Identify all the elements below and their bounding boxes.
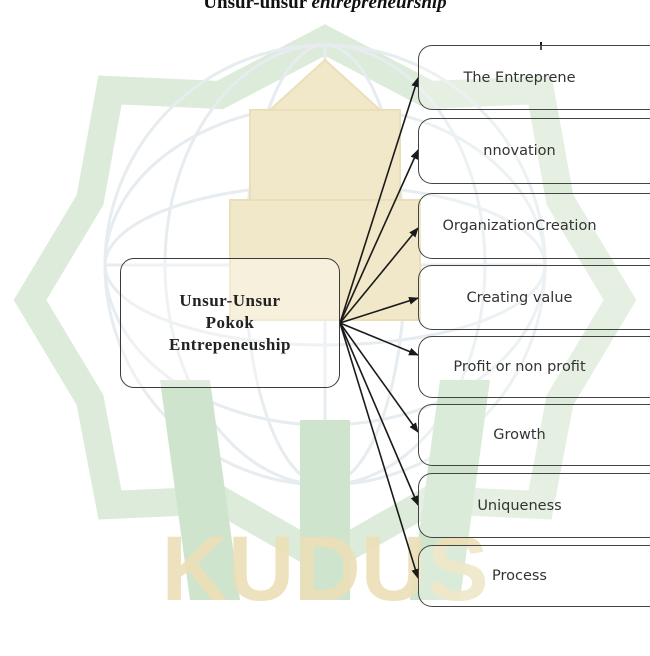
node-label: nnovation xyxy=(483,143,556,159)
arrow-6 xyxy=(339,322,419,433)
center-line-2: Pokok xyxy=(205,313,255,332)
node-label: Creating value xyxy=(466,289,573,306)
node-profit-or-non-profit: Profit or non profit xyxy=(418,336,650,398)
node-process: Process xyxy=(418,545,650,607)
node-label: Profit or non profit xyxy=(453,359,586,375)
node-growth: Growth xyxy=(418,404,650,466)
node-creating-value: Creating value xyxy=(418,265,650,330)
node-label: Growth xyxy=(493,427,546,443)
node-organization-creation: OrganizationCreation xyxy=(418,193,650,259)
arrow-8 xyxy=(339,322,420,579)
arrow-1 xyxy=(339,77,420,324)
node-label: Process xyxy=(491,568,547,584)
title-italic: entrepreneurship xyxy=(311,0,447,13)
center-line-1: Unsur-Unsur xyxy=(179,291,281,310)
page-title: Unsur-unsur entrepreneurship xyxy=(0,0,650,15)
node-the-entreprene: The Entreprene xyxy=(418,45,650,110)
arrow-4 xyxy=(339,296,419,324)
center-line-3: Entrepeneuship xyxy=(169,335,291,354)
central-concept-box: Unsur-Unsur Pokok Entrepeneuship xyxy=(120,258,340,388)
title-plain: Unsur-unsur xyxy=(203,0,312,13)
arrow-2 xyxy=(339,149,419,324)
node-label: Uniqueness xyxy=(477,497,562,514)
node-uniqueness: Uniqueness xyxy=(418,473,650,538)
arrow-7 xyxy=(339,322,419,506)
node-innovation: nnovation xyxy=(418,118,650,184)
arrow-5 xyxy=(339,322,419,356)
arrow-3 xyxy=(339,227,419,324)
watermark-text: KUDUS xyxy=(161,518,488,620)
node-label: OrganizationCreation xyxy=(442,218,597,234)
node-label: The Entreprene xyxy=(463,69,576,86)
